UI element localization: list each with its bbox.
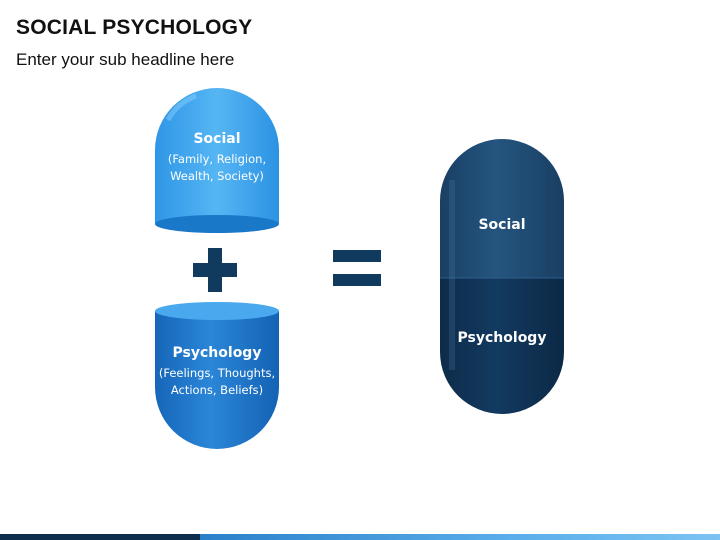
capsule-bottom-psychology <box>155 302 279 449</box>
capsule-top-sub-line1: (Family, Religion, <box>167 152 267 166</box>
capsule-bottom-text: Psychology (Feelings, Thoughts, Actions,… <box>150 345 284 399</box>
footer-bar-light <box>200 534 720 540</box>
combined-top-text: Social <box>440 217 564 233</box>
combined-bottom-label: Psychology <box>457 330 547 346</box>
plus-icon <box>193 248 237 292</box>
page-subtitle: Enter your sub headline here <box>16 50 235 69</box>
combined-capsule <box>440 139 564 414</box>
equals-icon <box>333 250 381 286</box>
capsule-top-social <box>155 88 279 233</box>
capsule-top-text: Social (Family, Religion, Wealth, Societ… <box>155 131 279 185</box>
combined-bottom-text: Psychology <box>440 330 564 346</box>
page-title: SOCIAL PSYCHOLOGY <box>16 16 253 39</box>
capsule-bottom-label: Psychology <box>172 345 262 361</box>
capsule-bottom-sub-line1: (Feelings, Thoughts, <box>158 366 276 380</box>
footer-bar-dark <box>0 534 200 540</box>
combined-top-label: Social <box>478 217 526 233</box>
capsule-bottom-sub-line2: Actions, Beliefs) <box>170 383 264 397</box>
capsule-top-label: Social <box>193 131 241 147</box>
capsule-top-sub-line2: Wealth, Society) <box>170 169 264 183</box>
